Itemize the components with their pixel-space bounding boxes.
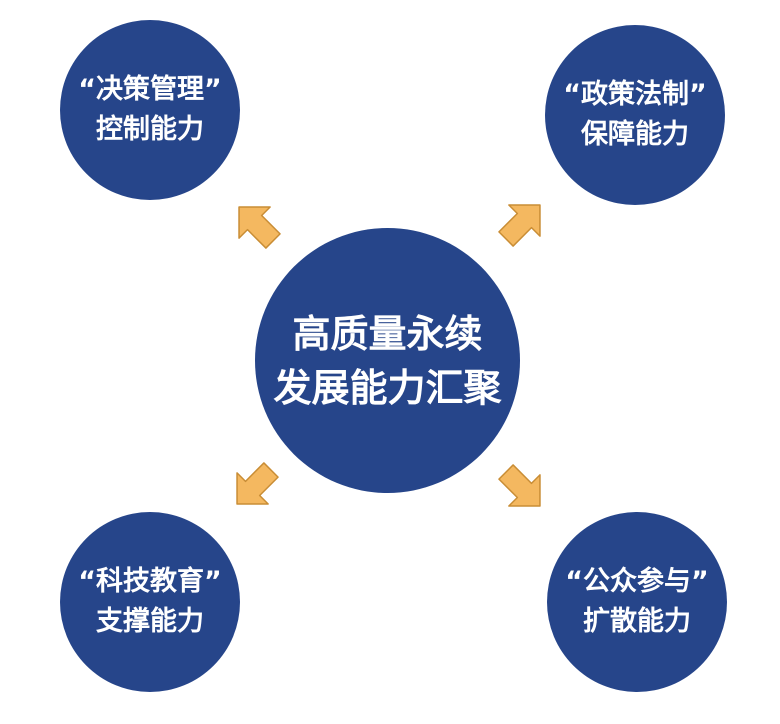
node-line2: 控制能力 [96,114,204,145]
node-line1: “公众参与” [565,566,709,597]
arrow-up-right-icon [498,204,541,247]
node-public-participation: “公众参与” 扩散能力 [547,512,727,692]
arrow-down-left-icon [236,462,279,505]
center-node-line2: 发展能力汇聚 [273,365,502,410]
node-line2: 保障能力 [581,119,689,150]
arrow-down-right-icon [498,464,541,507]
center-node: 高质量永续 发展能力汇聚 [255,228,520,493]
node-line1: “决策管理” [78,74,222,105]
node-decision-management: “决策管理” 控制能力 [60,20,240,200]
node-line1: “科技教育” [78,566,222,597]
center-node-line1: 高质量永续 [292,311,483,356]
node-policy-law: “政策法制” 保障能力 [545,25,725,205]
node-line1: “政策法制” [563,79,707,110]
arrow-up-left-icon [238,206,281,249]
node-line2: 扩散能力 [583,606,691,637]
node-line2: 支撑能力 [96,606,204,637]
node-science-education: “科技教育” 支撑能力 [60,512,240,692]
